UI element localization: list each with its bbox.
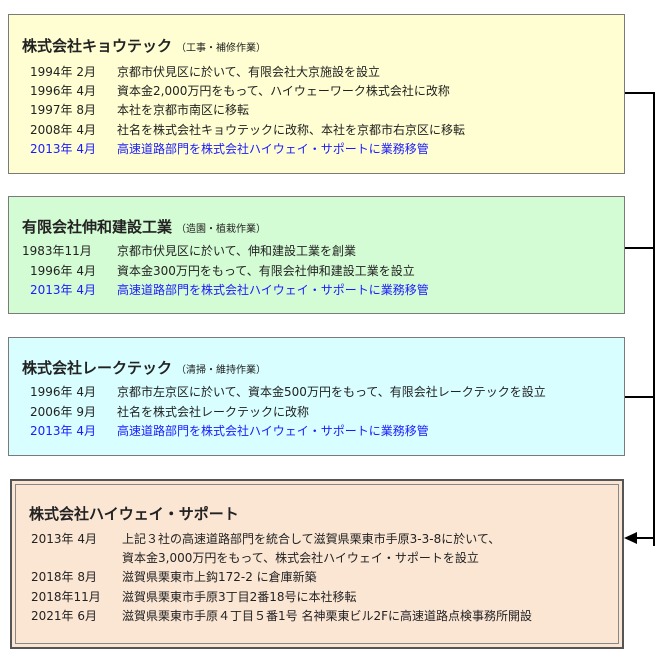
history-row: 2008年 4月 社名を株式会社キョウテックに改称、本社を京都市右京区に移転 [30, 122, 465, 138]
row-date: 2018年11月 [31, 590, 101, 604]
history-row: 2021年 6月 滋賀県栗東市手原４丁目５番1号 名神栗東ビル2Fに高速道路点検… [31, 608, 532, 624]
row-text: 資本金3,000万円をもって、株式会社ハイウェイ・サポートを設立 [122, 551, 479, 565]
history-row: 1996年 4月 資本金2,000万円をもって、ハイウェーワーク株式会社に改称 [30, 83, 450, 99]
row-text: 滋賀県栗東市手原3丁目2番18号に本社移転 [122, 590, 357, 604]
company-subtitle: （造園・植栽作業） [176, 224, 267, 235]
company-name: 株式会社レークテック [22, 359, 173, 377]
row-text: 社名を株式会社キョウテックに改称、本社を京都市右京区に移転 [117, 123, 466, 137]
company-box-laketech: 株式会社レークテック（清掃・維持作業） 1996年 4月 京都市左京区に於いて、… [8, 337, 625, 456]
row-date: 2006年 9月 [30, 405, 96, 419]
company-title: 株式会社キョウテック（工事・補修作業） [22, 35, 266, 56]
company-title: 有限会社伸和建設工業（造園・植栽作業） [22, 216, 266, 237]
history-row-highlight: 2013年 4月 高速道路部門を株式会社ハイウェイ・サポートに業務移管 [30, 423, 429, 439]
company-name: 有限会社伸和建設工業 [22, 218, 173, 236]
row-text: 滋賀県栗東市上鈎172-2 に倉庫新築 [122, 570, 317, 584]
row-text: 高速道路部門を株式会社ハイウェイ・サポートに業務移管 [117, 283, 429, 297]
row-text: 京都市伏見区に於いて、伸和建設工業を創業 [117, 244, 357, 258]
row-text: 京都市左京区に於いて、資本金500万円をもって、有限会社レークテックを設立 [117, 385, 546, 399]
row-date: 2018年 8月 [31, 570, 97, 584]
history-row: 1994年 2月 京都市伏見区に於いて、有限会社大京施設を設立 [30, 64, 380, 80]
row-text: 滋賀県栗東市手原４丁目５番1号 名神栗東ビル2Fに高速道路点検事務所開設 [122, 609, 532, 623]
connector-line-result [636, 537, 655, 539]
history-row: 2013年 4月 上記３社の高速道路部門を統合して滋賀県栗東市手原3-3-8に於… [31, 531, 500, 547]
result-box-inner-border [15, 484, 619, 644]
connector-line-kyotech [625, 92, 655, 94]
row-date: 2008年 4月 [30, 123, 96, 137]
row-text: 高速道路部門を株式会社ハイウェイ・サポートに業務移管 [117, 424, 429, 438]
result-box-highway-support: 株式会社ハイウェイ・サポート 2013年 4月 上記３社の高速道路部門を統合して… [10, 479, 624, 649]
row-date: 1983年11月 [22, 244, 92, 258]
company-name: 株式会社キョウテック [22, 37, 173, 55]
row-date: 1996年 4月 [30, 84, 96, 98]
row-text: 資本金300万円をもって、有限会社伸和建設工業を設立 [117, 264, 415, 278]
history-row: 2018年11月 滋賀県栗東市手原3丁目2番18号に本社移転 [31, 589, 357, 605]
company-box-kyotech: 株式会社キョウテック（工事・補修作業） 1994年 2月 京都市伏見区に於いて、… [8, 14, 625, 174]
row-date: 1994年 2月 [30, 65, 96, 79]
row-text: 高速道路部門を株式会社ハイウェイ・サポートに業務移管 [117, 142, 429, 156]
history-row: 2006年 9月 社名を株式会社レークテックに改称 [30, 404, 309, 420]
row-text: 社名を株式会社レークテックに改称 [117, 405, 310, 419]
result-company-name: 株式会社ハイウェイ・サポート [29, 505, 239, 523]
row-text: 本社を京都市南区に移転 [117, 103, 250, 117]
row-date: 2013年 4月 [30, 283, 96, 297]
row-date: 2013年 4月 [30, 424, 96, 438]
row-date: 2013年 4月 [31, 532, 97, 546]
company-subtitle: （工事・補修作業） [176, 43, 267, 54]
row-text: 京都市伏見区に於いて、有限会社大京施設を設立 [117, 65, 381, 79]
company-subtitle: （清掃・維持作業） [176, 365, 267, 376]
history-row-highlight: 2013年 4月 高速道路部門を株式会社ハイウェイ・サポートに業務移管 [30, 282, 429, 298]
history-row: 2018年 8月 滋賀県栗東市上鈎172-2 に倉庫新築 [31, 569, 317, 585]
history-row: 1996年 4月 京都市左京区に於いて、資本金500万円をもって、有限会社レーク… [30, 384, 546, 400]
row-date: 2013年 4月 [30, 142, 96, 156]
arrow-left-icon [624, 532, 637, 544]
history-row: 1996年 4月 資本金300万円をもって、有限会社伸和建設工業を設立 [30, 263, 415, 279]
history-row-highlight: 2013年 4月 高速道路部門を株式会社ハイウェイ・サポートに業務移管 [30, 141, 429, 157]
connector-vertical-line [653, 92, 655, 546]
row-text: 上記３社の高速道路部門を統合して滋賀県栗東市手原3-3-8に於いて、 [122, 532, 501, 546]
connector-line-shinwa [625, 247, 655, 249]
row-date: 2021年 6月 [31, 609, 97, 623]
connector-line-laketech [625, 396, 655, 398]
history-row: 1983年11月 京都市伏見区に於いて、伸和建設工業を創業 [22, 243, 356, 259]
row-date: 1996年 4月 [30, 264, 96, 278]
history-row: 1997年 8月 本社を京都市南区に移転 [30, 102, 249, 118]
row-date: 1996年 4月 [30, 385, 96, 399]
company-title: 株式会社レークテック（清掃・維持作業） [22, 357, 266, 378]
row-text: 資本金2,000万円をもって、ハイウェーワーク株式会社に改称 [117, 84, 450, 98]
company-box-shinwa: 有限会社伸和建設工業（造園・植栽作業） 1983年11月 京都市伏見区に於いて、… [8, 196, 625, 314]
row-date: 1997年 8月 [30, 103, 96, 117]
